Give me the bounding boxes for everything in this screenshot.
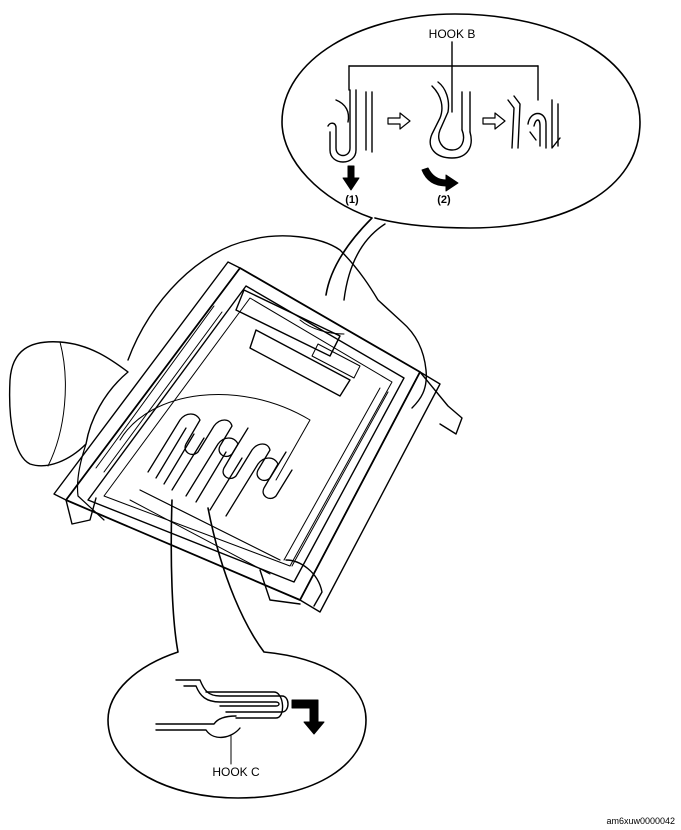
seat-rail-right	[299, 371, 441, 613]
hollow-arrow-1	[387, 112, 411, 130]
hook-c-callout	[107, 499, 367, 799]
seat-side-bolster	[8, 341, 129, 467]
seat-upper-crossmember	[235, 289, 341, 357]
hook-b-bracket	[348, 41, 539, 113]
hook-b-stage-1	[327, 89, 373, 163]
curved-arrow-icon	[421, 167, 459, 192]
hollow-arrow-2	[482, 112, 506, 130]
hook-b-callout	[281, 13, 641, 301]
seat-springs	[147, 413, 293, 517]
hook-b-label: HOOK B	[429, 27, 476, 41]
seat-back-silhouette	[127, 235, 428, 409]
hook-c-callout-outline	[107, 499, 367, 799]
hook-b-callout-outline	[281, 13, 641, 296]
hook-b-stage-3	[507, 95, 561, 149]
hook-b-stage-2	[429, 81, 472, 159]
step-2-label: (2)	[437, 194, 451, 206]
seat-frame-outer	[65, 267, 421, 601]
figure-code: am6xuw0000042	[606, 816, 675, 826]
elbow-arrow-icon	[291, 699, 325, 735]
seat-rail-left	[53, 261, 241, 501]
hook-c-hook	[155, 679, 289, 765]
down-arrow-icon	[342, 165, 360, 191]
seat-cushion-assembly	[8, 235, 463, 613]
step-1-label: (1)	[345, 194, 359, 206]
hook-c-label: HOOK C	[212, 765, 260, 779]
